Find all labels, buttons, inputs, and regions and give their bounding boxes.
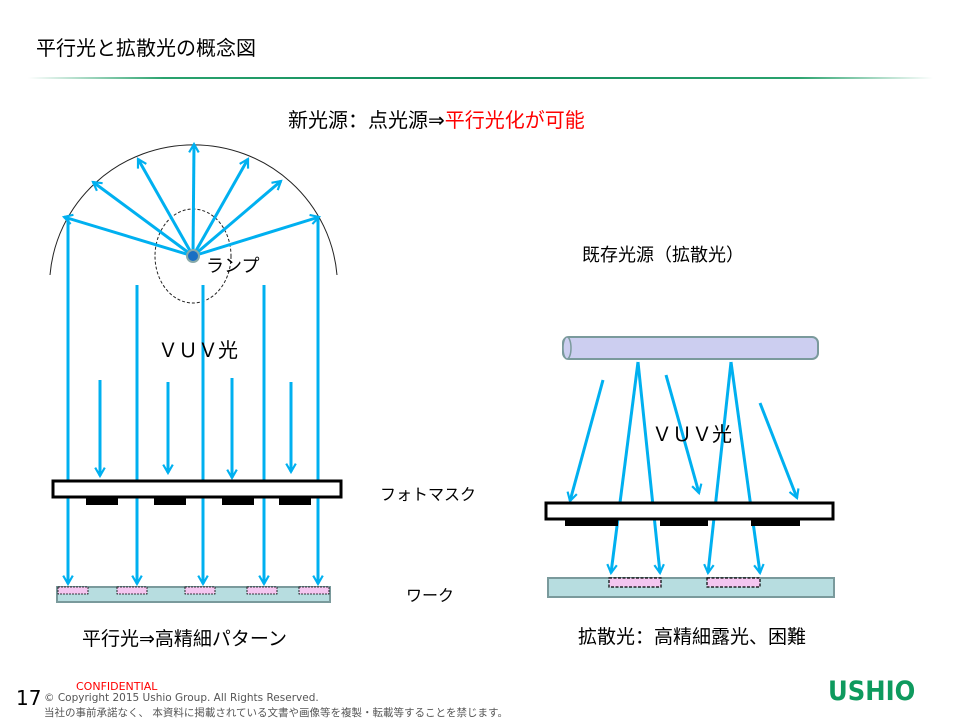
photomask-left xyxy=(51,479,343,499)
confidential-label: CONFIDENTIAL xyxy=(76,680,158,693)
headline-prefix: 新光源：点光源⇒ xyxy=(288,108,445,132)
lamp-icon xyxy=(186,249,200,263)
vuv-label-left: ＶＵＶ光 xyxy=(158,338,238,362)
title-divider xyxy=(28,77,933,79)
work-right xyxy=(547,577,835,598)
diffuse-rays xyxy=(566,361,800,576)
work-label: ワーク xyxy=(406,586,455,605)
caption-left: 平行光⇒高精細パターン xyxy=(82,628,287,650)
headline: 新光源：点光源⇒平行光化が可能 xyxy=(288,104,585,133)
source-label-right: 既存光源（拡散光） xyxy=(582,245,744,266)
page-number: 17 xyxy=(16,686,42,710)
parallel-rays xyxy=(62,218,324,587)
reproduction-notice: 当社の事前承諾なく、 本資料に掲載されている文書や画像等を複製・転載等することを… xyxy=(44,707,508,719)
caption-right: 拡散光：高精細露光、困難 xyxy=(578,626,807,648)
mask-patterns-right xyxy=(565,519,800,526)
headline-highlight: 平行光化が可能 xyxy=(444,108,585,132)
lamp-tube xyxy=(562,336,819,360)
photomask-right xyxy=(544,501,835,521)
resist-patterns-right xyxy=(608,577,761,588)
radial-rays xyxy=(61,141,322,258)
copyright: © Copyright 2015 Ushio Group. All Rights… xyxy=(44,692,319,704)
photomask-label: フォトマスク xyxy=(380,485,477,504)
slide-title: 平行光と拡散光の概念図 xyxy=(36,36,256,60)
lamp-label: ランプ xyxy=(206,256,260,277)
vuv-label-right: ＶＵＶ光 xyxy=(652,422,732,446)
ushio-logo: USHIO xyxy=(828,676,916,707)
resist-patterns-left xyxy=(57,586,330,595)
mask-patterns-left xyxy=(86,497,311,505)
